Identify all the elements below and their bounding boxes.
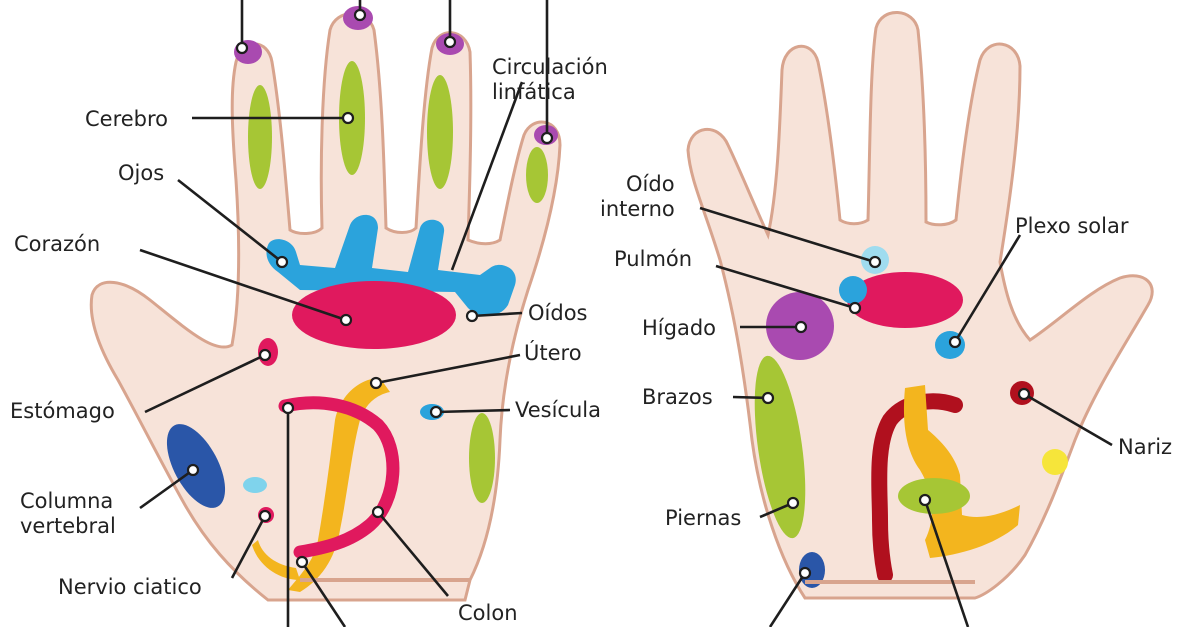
label-oidos: Oídos xyxy=(528,301,587,325)
label-cerebro: Cerebro xyxy=(85,107,168,131)
left-colon-zone xyxy=(278,396,400,559)
label-circulacion-1: Circulación xyxy=(492,55,608,79)
right-leader-lines xyxy=(699,206,1113,628)
label-pulmon: Pulmón xyxy=(614,247,692,271)
label-piernas: Piernas xyxy=(665,506,741,530)
left-green-zone-1 xyxy=(248,85,272,189)
left-hand xyxy=(89,6,562,602)
left-green-zone-palm xyxy=(469,413,495,503)
label-circulacion-2: linfática xyxy=(492,80,576,104)
label-oido-interno-2: interno xyxy=(600,197,675,221)
left-green-zone-4 xyxy=(526,147,548,203)
label-nariz: Nariz xyxy=(1118,435,1172,459)
label-oido-interno-1: Oído xyxy=(626,172,675,196)
label-plexo-solar: Plexo solar xyxy=(1015,214,1129,238)
left-heart-zone xyxy=(292,281,456,349)
right-wrist-line xyxy=(805,580,975,584)
label-colon: Colon xyxy=(458,601,518,625)
label-utero: Útero xyxy=(524,340,582,365)
label-brazos: Brazos xyxy=(642,385,713,409)
label-vesicula: Vesícula xyxy=(515,398,601,422)
left-leader-lines xyxy=(139,0,549,628)
left-leader-dots xyxy=(186,8,554,569)
right-labels: Oído interno Pulmón Hígado Brazos Pierna… xyxy=(600,172,1172,530)
label-columna-2: vertebral xyxy=(20,514,116,538)
left-labels: Cerebro Ojos Corazón Estómago Columna ve… xyxy=(10,55,608,625)
label-nervio-ciatico: Nervio ciatico xyxy=(58,575,202,599)
right-leader-dots xyxy=(761,255,1031,580)
label-ojos: Ojos xyxy=(118,161,164,185)
label-columna-1: Columna xyxy=(20,489,113,513)
left-green-zone-3 xyxy=(427,75,453,189)
label-higado: Hígado xyxy=(642,316,716,340)
right-yellow-dot xyxy=(1042,449,1068,475)
right-lung-zone xyxy=(847,272,963,328)
label-corazon: Corazón xyxy=(14,232,100,256)
label-estomago: Estómago xyxy=(10,399,115,423)
right-lung-blue xyxy=(839,276,867,304)
right-yellow-zone xyxy=(903,385,1020,558)
left-small-cyan xyxy=(243,477,267,493)
left-wrist-line xyxy=(300,578,470,582)
left-lymph-band xyxy=(266,214,516,316)
right-green-oval xyxy=(898,478,970,514)
left-uterus-zone xyxy=(288,378,390,592)
right-hand xyxy=(686,11,1154,600)
